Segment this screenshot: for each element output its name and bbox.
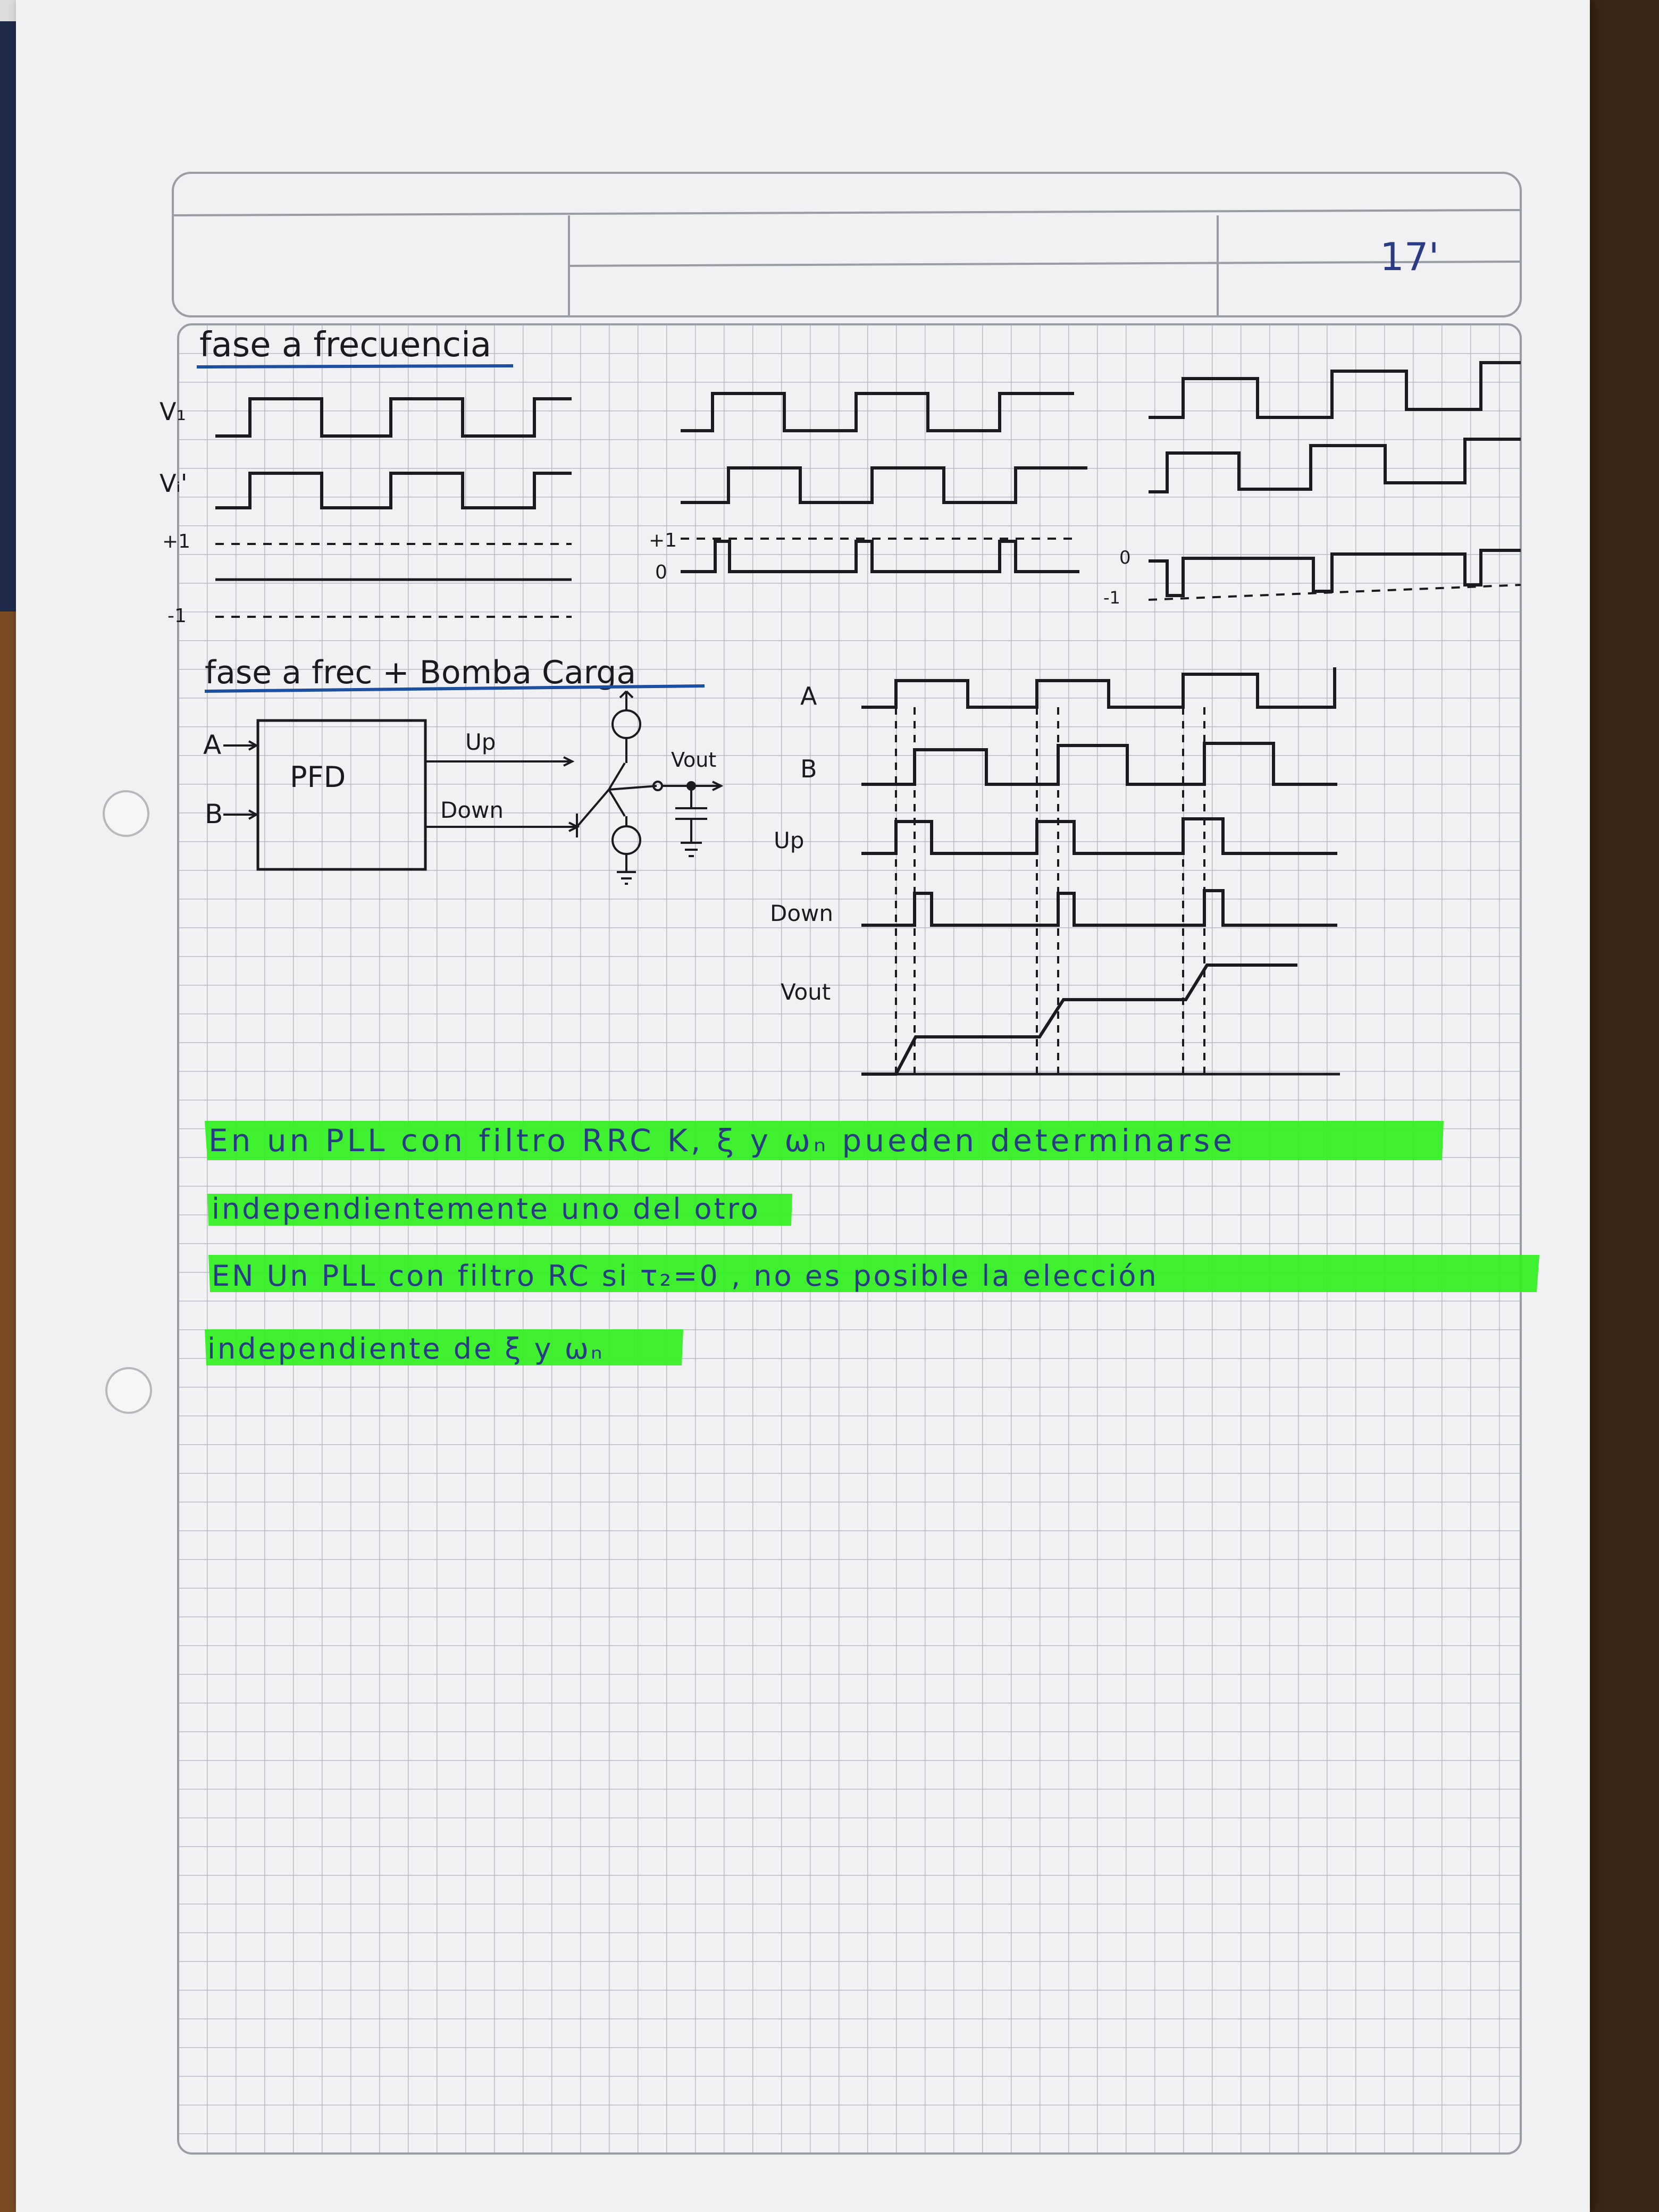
timing-label-vout: Vout	[781, 979, 831, 1005]
note-line-4: independiente de ξ y ωₙ	[207, 1332, 605, 1365]
label-v2: Vᵢ'	[160, 469, 187, 498]
pfd-input-a: A	[203, 730, 221, 760]
timing-label-down: Down	[770, 900, 833, 926]
section1-title: fase a frecuencia	[199, 325, 491, 365]
section2-title: fase a frec + Bomba Carga	[205, 654, 636, 691]
vout-label: Vout	[671, 748, 716, 772]
label-plus1-b: +1	[649, 530, 677, 551]
section-phase-frequency: fase a frecuencia V₁ Vᵢ' +1 -1 +1 0 0 -1	[160, 325, 1521, 627]
timing-label-a: A	[800, 682, 817, 710]
label-v1: V₁	[160, 397, 186, 426]
binder-holes	[103, 790, 152, 1414]
label-minus1: -1	[167, 605, 187, 627]
label-zero-b: 0	[655, 562, 667, 583]
timing-guides	[895, 707, 1205, 1074]
pfd-input-b: B	[205, 799, 223, 830]
pfd-label: PFD	[290, 760, 346, 794]
note-line-2: independientemente uno del otro	[212, 1192, 760, 1226]
binder-hole-bottom	[105, 1367, 152, 1414]
header-box: 17'	[172, 172, 1522, 317]
section-pfd-charge-pump: fase a frec + Bomba Carga PFD A B Up Dow…	[203, 654, 1340, 1076]
pfd-output-down: Down	[440, 797, 504, 823]
charge-pump	[576, 690, 724, 885]
binder-hole-top	[103, 790, 149, 837]
label-minus1-c: -1	[1103, 588, 1120, 608]
pfd-output-up: Up	[465, 729, 496, 755]
grid-area	[177, 323, 1522, 2155]
pfd-block	[256, 719, 427, 871]
timing-label-up: Up	[774, 827, 804, 853]
label-plus1: +1	[162, 531, 190, 552]
note-line-3: EN Un PLL con filtro RC si τ₂=0 , no es …	[212, 1259, 1159, 1293]
note-line-1: En un PLL con filtro RRC K, ξ y ωₙ puede…	[208, 1122, 1235, 1159]
timing-label-b: B	[800, 755, 817, 783]
label-zero-c: 0	[1119, 547, 1131, 568]
highlighted-notes: En un PLL con filtro RRC K, ξ y ωₙ puede…	[205, 1121, 1539, 1365]
page-number: 17'	[1380, 234, 1439, 279]
